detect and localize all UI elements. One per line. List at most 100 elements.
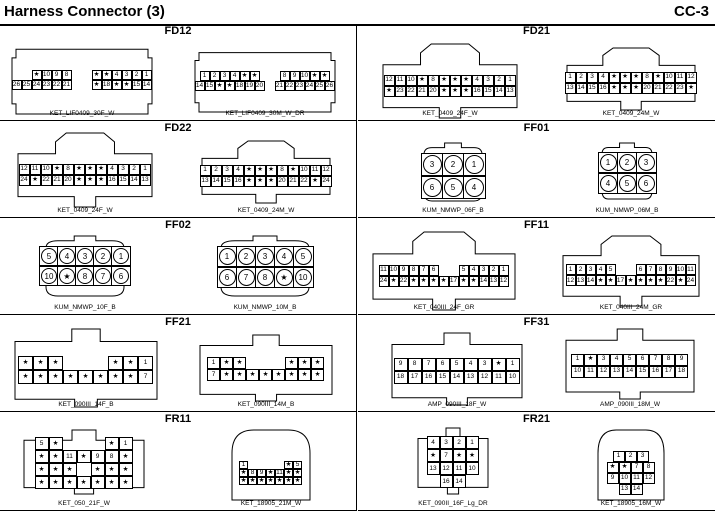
pin: 15 [435, 370, 450, 384]
left-ff21-connector: ★★★★★1★★★★★★★★7 [14, 328, 158, 408]
pin-cavity: 2 [235, 246, 257, 267]
pin: 1 [218, 248, 236, 265]
pin: ★ [48, 369, 63, 384]
pin: 11 [309, 164, 321, 176]
left-fd21-part-number: KET_0409_24F_W [422, 110, 478, 117]
pin: 9 [90, 450, 105, 464]
pin: 25 [314, 81, 325, 92]
pin: 16 [649, 365, 662, 378]
connector-code: FD22 [164, 122, 192, 134]
pin: 3 [585, 264, 596, 276]
pin: 4 [595, 264, 606, 276]
pin: ★ [298, 369, 311, 382]
pin: 2 [493, 74, 505, 86]
pin-empty [22, 70, 32, 80]
pin: 16 [439, 475, 453, 489]
pin-empty [77, 437, 91, 450]
pin: ★ [408, 275, 419, 287]
pin: 12 [685, 71, 697, 83]
pin: 2 [209, 71, 220, 82]
pin: ★ [618, 461, 631, 473]
pin: ★ [243, 164, 255, 176]
pin-empty [259, 357, 272, 369]
pin: ★ [63, 369, 78, 384]
pin: ★ [248, 476, 257, 485]
pin: 8 [77, 268, 93, 284]
pin: 11 [584, 365, 597, 378]
right-fd21-part-number: KET_0409_24M_W [602, 110, 660, 117]
pin: 2 [624, 450, 637, 462]
pin: 8 [276, 164, 288, 176]
pin-cavity: 1 [597, 152, 619, 174]
pin: 5 [605, 264, 616, 276]
pin: 8 [662, 353, 675, 366]
pin: 14 [575, 82, 587, 94]
pin: ★ [62, 476, 77, 490]
pin: 21 [652, 82, 664, 94]
left-ff01-part-number: KUM_NMWP_06F_B [422, 207, 484, 214]
pin-cavity: 1 [462, 152, 486, 176]
pin: 14 [630, 483, 643, 495]
pin: 25 [21, 80, 32, 91]
left-ff11-part-number: KET_040III_24F_GR [413, 304, 475, 311]
right-ff21-connector: 1★★★★★7★★★★★★★★ [199, 334, 333, 402]
pin: 9 [665, 264, 676, 276]
pin: 6 [218, 269, 236, 286]
pin: ★ [48, 463, 63, 477]
left-fd12-part-number: KET_LIF0409_30F_W [49, 110, 115, 117]
right-ff01-part-number: KUM_NMWP_06M_B [595, 207, 659, 214]
pin-cavity: 4 [273, 246, 295, 267]
pin: ★ [111, 80, 122, 91]
pin: ★ [76, 476, 91, 490]
pin: 2 [443, 154, 463, 174]
right-ff02-part-number: KUM_NMWP_10M_B [233, 304, 297, 311]
pin-empty [449, 265, 459, 276]
pin: 7 [645, 264, 656, 276]
pin: ★ [233, 357, 246, 370]
pin: 2 [575, 264, 586, 276]
pin: ★ [118, 450, 133, 464]
pin: 22 [51, 80, 62, 91]
pin: 1 [504, 74, 516, 86]
pin: 4 [599, 175, 617, 193]
pin: 8 [104, 450, 119, 464]
pin: ★ [101, 70, 112, 81]
pin: 26 [11, 80, 22, 91]
pin: 15 [586, 82, 598, 94]
pin: 13 [564, 82, 576, 94]
pin: 4 [464, 177, 484, 197]
pin: 13 [618, 483, 631, 495]
pin: 10 [41, 268, 57, 284]
pin: ★ [266, 476, 275, 485]
pin: 21 [61, 80, 72, 91]
pin: ★ [293, 468, 302, 477]
pin: ★ [123, 355, 138, 370]
pin: 9 [606, 472, 619, 484]
pin: ★ [388, 275, 399, 287]
pin: ★ [220, 369, 233, 382]
pin: 26 [324, 81, 335, 92]
pin: ★ [239, 71, 250, 82]
pin: 18 [101, 80, 112, 91]
pin: 1 [113, 248, 129, 264]
pin: ★ [254, 164, 266, 176]
pin: ★ [265, 175, 277, 187]
pin: 9 [51, 70, 62, 81]
pin: 12 [439, 462, 453, 476]
pin: 7 [421, 357, 436, 371]
pin: 8 [62, 163, 74, 175]
pin: 6 [435, 357, 450, 371]
pin: ★ [458, 275, 469, 287]
pin: ★ [118, 463, 133, 477]
pin: 3 [597, 353, 610, 366]
pin: 3 [256, 248, 274, 265]
pin-cavity: 7 [235, 267, 257, 288]
pin: 2 [452, 436, 466, 450]
